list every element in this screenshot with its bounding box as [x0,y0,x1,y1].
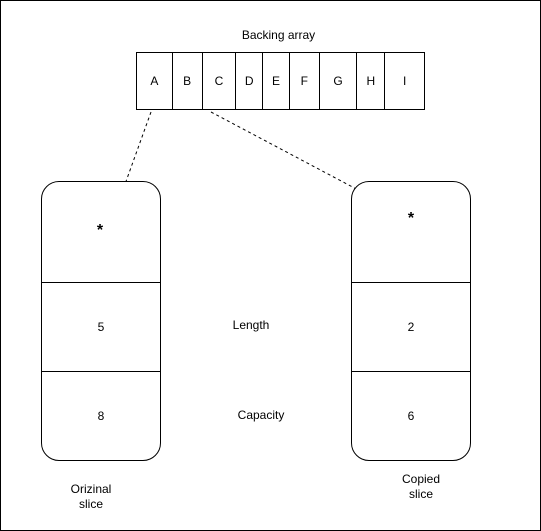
copied-pointer-star: * [407,210,415,227]
original-slice-caption: Orizinal slice [41,482,141,512]
original-pointer-star: * [96,222,104,239]
length-row-label: Length [232,318,270,332]
original-slice-length: 5 [42,283,160,372]
copied-slice-box: * 2 6 [351,181,471,461]
copied-caption-line1: Copied [401,472,441,486]
original-caption-line1: Orizinal [70,482,112,496]
copied-slice-capacity: 6 [407,409,415,423]
original-caption-line2: slice [78,497,103,511]
original-slice-capacity: 8 [97,409,105,423]
copied-slice-pointer: * [352,182,470,283]
original-slice-box: * 5 8 [41,181,161,461]
array-cell-i: I [402,74,407,88]
copied-caption-line2: slice [408,487,433,501]
array-cell-e: E [263,53,290,109]
copied-slice-length: 2 [352,283,470,372]
original-slice-pointer: * [42,182,160,283]
array-cell-h: H [357,53,386,109]
capacity-row-label: Capacity [237,408,285,422]
backing-array-title: Backing array [241,28,316,42]
array-cell-c: C [203,53,237,109]
array-cell-f: F [290,53,320,109]
array-cell-a: A [137,53,173,109]
backing-array: A B C D E F G H I [136,52,425,110]
array-cell-d: D [236,53,264,109]
copied-slice-caption: Copied slice [371,472,471,502]
array-cell-b: B [173,53,203,109]
array-cell-g: G [320,53,358,109]
